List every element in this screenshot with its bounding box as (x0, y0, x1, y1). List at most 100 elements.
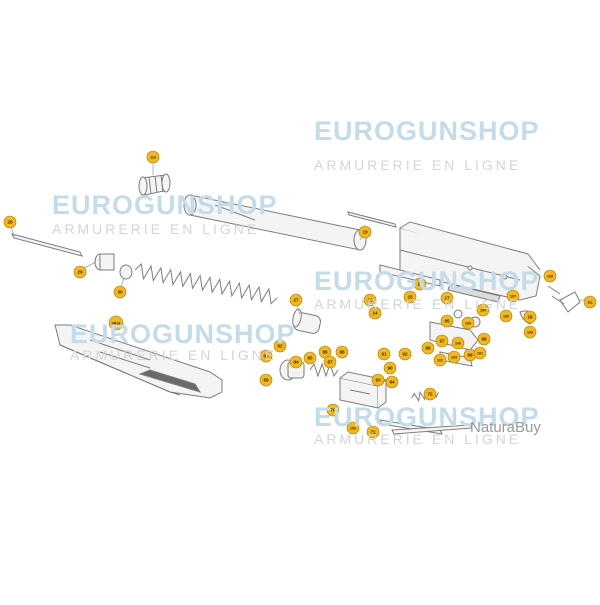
part-callout: 98 (477, 332, 491, 346)
callout-badge (273, 339, 287, 353)
callout-badge (377, 347, 391, 361)
part-callout: 72 (423, 387, 437, 401)
part-callout: 16 (413, 277, 427, 291)
callout-badge (421, 341, 435, 355)
callout-badge (447, 350, 461, 364)
callout-badge (451, 336, 465, 350)
callout-badge (583, 295, 597, 309)
callout-number: 107 (510, 295, 516, 299)
magazine-cap (138, 173, 171, 196)
part-callout: 97 (435, 334, 449, 348)
callout-badge (146, 150, 160, 164)
callout-number: 14 (372, 311, 378, 316)
callout-badge (413, 277, 427, 291)
naturabuy-text: NaturaBuy (470, 419, 541, 436)
part-callout: 63 (259, 349, 273, 363)
magazine-spring (134, 263, 278, 305)
callout-number: FR18 (112, 322, 121, 326)
callout-badge (3, 215, 17, 229)
callout-number: 98 (481, 337, 487, 342)
part-callout: 19 (358, 225, 372, 239)
part-callout: 70 (326, 403, 340, 417)
callout-number: 13 (367, 298, 373, 303)
callout-number: 89 (263, 378, 269, 383)
part-callout: 71 (366, 425, 380, 439)
callout-number: 90 (387, 366, 393, 371)
callout-number: 86 (322, 350, 328, 355)
callout-number: 72 (427, 392, 433, 397)
callout-number: 101 (477, 352, 483, 356)
part-callout: 107 (506, 289, 520, 303)
stock-bolt (347, 211, 397, 228)
callout-badge (303, 351, 317, 365)
trigger-plate (547, 285, 581, 313)
callout-badge (433, 353, 447, 367)
callout-number: 88 (339, 350, 345, 355)
part-callout: 110 (146, 150, 160, 164)
callout-badge (289, 293, 303, 307)
callout-number: 16 (417, 282, 423, 287)
callout-badge (368, 306, 382, 320)
callout-badge (371, 373, 385, 387)
part-callout: 84 (289, 355, 303, 369)
part-callout: 27 (289, 293, 303, 307)
callout-number: 102 (437, 359, 443, 363)
part-callout: 15 (403, 290, 417, 304)
callout-number: 105 (503, 315, 509, 319)
callout-number: 104 (480, 309, 486, 313)
part-callout: 90 (383, 361, 397, 375)
part-callout: 100 (451, 336, 465, 350)
callout-number: 111 (587, 301, 593, 305)
part-callout: 14 (368, 306, 382, 320)
part-callout: 111 (583, 295, 597, 309)
callout-number: 97 (439, 339, 445, 344)
callout-badge (403, 290, 417, 304)
callout-badge (473, 346, 487, 360)
part-callout: 108 (523, 325, 537, 339)
callout-badge (543, 269, 557, 283)
callout-number: 93 (375, 378, 381, 383)
callout-badge (385, 375, 399, 389)
callout-badge (398, 347, 412, 361)
callout-number: 17 (444, 296, 450, 301)
magazine-follower (94, 253, 133, 280)
callout-number: 19 (362, 230, 368, 235)
callout-number: 85 (307, 356, 313, 361)
callout-badge (440, 291, 454, 305)
callout-number: 28 (7, 220, 13, 225)
receiver (399, 221, 541, 301)
part-callout: 105 (499, 309, 513, 323)
part-callout: 103 (447, 350, 461, 364)
callout-number: 94 (389, 380, 395, 385)
callout-badge (318, 345, 332, 359)
callout-number: 29 (77, 270, 83, 275)
callout-badge (289, 355, 303, 369)
part-callout: 95 (440, 314, 454, 328)
callout-badge (366, 425, 380, 439)
part-callout: 17 (440, 291, 454, 305)
part-callout: 91 (377, 347, 391, 361)
callout-number: 84 (293, 360, 299, 365)
callout-number: 108 (527, 331, 533, 335)
callout-number: 62 (277, 344, 283, 349)
forearm (54, 324, 223, 399)
callout-badge (326, 403, 340, 417)
part-callout: 101 (473, 346, 487, 360)
callout-number: 30 (117, 290, 123, 295)
callout-number: 18 (527, 315, 533, 320)
callout-badge (346, 421, 360, 435)
callout-badge (423, 387, 437, 401)
callout-badge (259, 349, 273, 363)
callout-number: 109 (547, 275, 553, 279)
callout-badge (335, 345, 349, 359)
part-callout: 109 (543, 269, 557, 283)
callout-badge (461, 316, 475, 330)
action-bars (379, 419, 473, 435)
part-callout: 85 (303, 351, 317, 365)
part-callout: 94 (385, 375, 399, 389)
part-callout: 106 (461, 316, 475, 330)
bolt-spring (309, 362, 339, 378)
callout-number: 95 (444, 319, 450, 324)
part-callout: 62 (273, 339, 287, 353)
